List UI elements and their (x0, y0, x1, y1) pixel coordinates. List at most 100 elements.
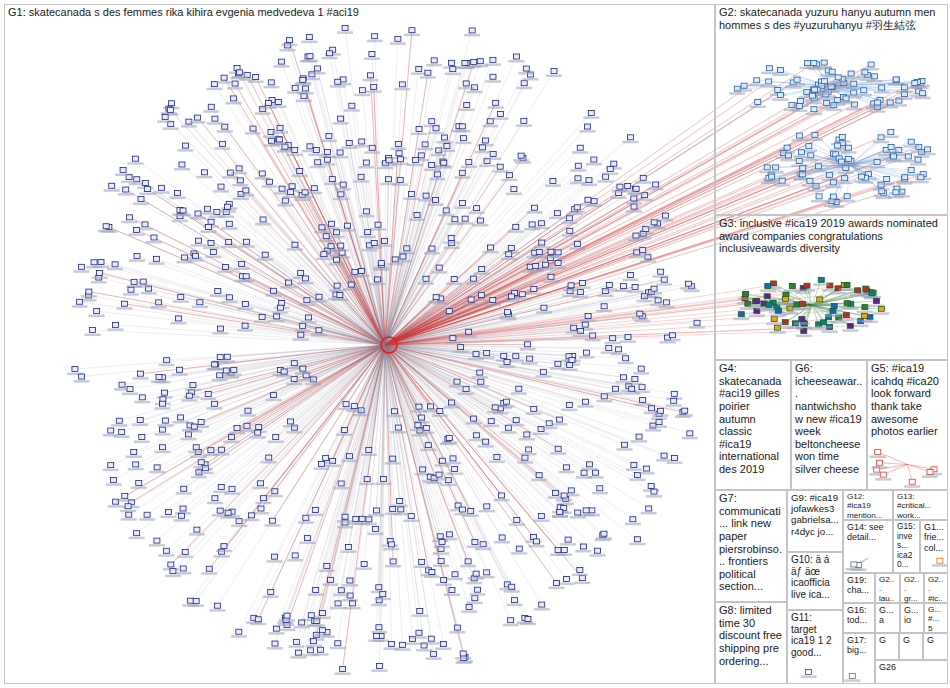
vertex-icon (94, 309, 100, 314)
vertex-icon (593, 470, 599, 475)
vertex-label-blur (257, 258, 273, 261)
vertex-label-blur (520, 623, 536, 626)
vertex-icon (262, 252, 268, 257)
vertex-label-blur (213, 491, 229, 494)
network-edge (385, 345, 516, 420)
vertex-label-blur (645, 429, 661, 432)
vertex-icon (601, 304, 607, 309)
network-edge (385, 345, 583, 546)
vertex-icon (687, 431, 693, 436)
vertex-label-blur (73, 270, 89, 273)
network-edge (225, 267, 385, 345)
network-edge (385, 345, 525, 618)
vertex-label-blur (191, 244, 207, 247)
network-edge (385, 345, 568, 540)
network-edge (269, 103, 385, 345)
network-edge (215, 345, 385, 498)
vertex-label-blur (221, 246, 237, 249)
vertex-icon (566, 216, 572, 221)
vertex-label-blur (181, 399, 197, 402)
vertex-icon (162, 418, 168, 423)
vertex-label-blur (157, 424, 173, 427)
network-edge (774, 305, 812, 319)
vertex-label-blur (324, 183, 340, 186)
vertex-label-blur (299, 542, 315, 545)
network-edge (263, 219, 385, 345)
network-edge (220, 345, 385, 375)
vertex-icon (313, 587, 319, 592)
vertex-icon (127, 387, 133, 392)
network-edge (385, 345, 465, 657)
vertex-label-blur (383, 548, 399, 551)
vertex-icon (156, 375, 162, 380)
vertex-icon (311, 186, 317, 191)
vertex-label-blur (466, 582, 482, 585)
vertex-icon (340, 182, 346, 187)
vertex-icon (380, 592, 386, 597)
vertex-label-blur (635, 237, 651, 240)
vertex-icon (164, 358, 170, 363)
network-edge (323, 345, 385, 613)
vertex-icon (90, 328, 96, 333)
vertex-label-blur (217, 270, 233, 273)
vertex-icon (425, 70, 431, 75)
vertex-label-blur (91, 281, 107, 284)
network-edge (321, 345, 385, 464)
network-edge (181, 297, 385, 345)
vertex-icon (488, 245, 494, 250)
vertex-icon (557, 509, 563, 514)
network-edge (287, 45, 385, 345)
network-edge (385, 179, 904, 345)
vertex-icon (631, 204, 637, 209)
vertex-label-blur (283, 196, 299, 199)
network-edge (385, 87, 904, 345)
vertex-icon (661, 277, 667, 282)
vertex-icon (575, 163, 581, 168)
network-edge (850, 165, 904, 179)
vertex-label-blur (385, 462, 401, 465)
vertex-icon (324, 149, 330, 154)
vertex-label-blur (232, 76, 248, 79)
vertex-label-blur (412, 614, 428, 617)
vertex-icon (634, 537, 640, 542)
vertex-label-blur (598, 180, 614, 183)
vertex-label-blur (128, 468, 144, 471)
vertex-icon (279, 301, 285, 306)
vertex-label-blur (232, 184, 248, 187)
vertex-label-blur (72, 305, 88, 308)
vertex-label-blur (308, 593, 324, 596)
vertex-icon (459, 170, 465, 175)
vertex-icon (345, 544, 351, 549)
network-edge (385, 167, 767, 345)
network-edge (178, 193, 385, 345)
network-edge (316, 150, 385, 345)
vertex-label-blur (478, 445, 494, 448)
network-edge (195, 256, 385, 345)
vertex-label-blur (364, 57, 380, 60)
vertex-icon (443, 208, 449, 213)
vertex-icon (540, 369, 546, 374)
network-edge (850, 160, 918, 165)
vertex-label-blur (151, 381, 167, 384)
network-edge (327, 345, 385, 566)
vertex-label-blur (624, 392, 640, 395)
network-edge (193, 345, 385, 385)
network-edge (385, 345, 580, 570)
vertex-icon (468, 508, 474, 513)
vertex-label-blur (207, 122, 223, 125)
vertex-label-blur (461, 335, 477, 338)
vertex-icon (603, 174, 609, 179)
network-edge (206, 345, 385, 468)
vertex-label-blur (117, 307, 133, 310)
vertex-icon (180, 506, 186, 511)
vertex-icon (516, 386, 522, 391)
vertex-label-blur (412, 434, 428, 437)
vertex-icon (292, 85, 298, 90)
vertex-label-blur (221, 301, 237, 304)
vertex-icon (111, 477, 117, 482)
vertex-label-blur (631, 440, 647, 443)
vertex-icon (304, 536, 310, 541)
vertex-label-blur (361, 454, 377, 457)
network-edge (879, 463, 907, 465)
network-edge (385, 160, 415, 345)
